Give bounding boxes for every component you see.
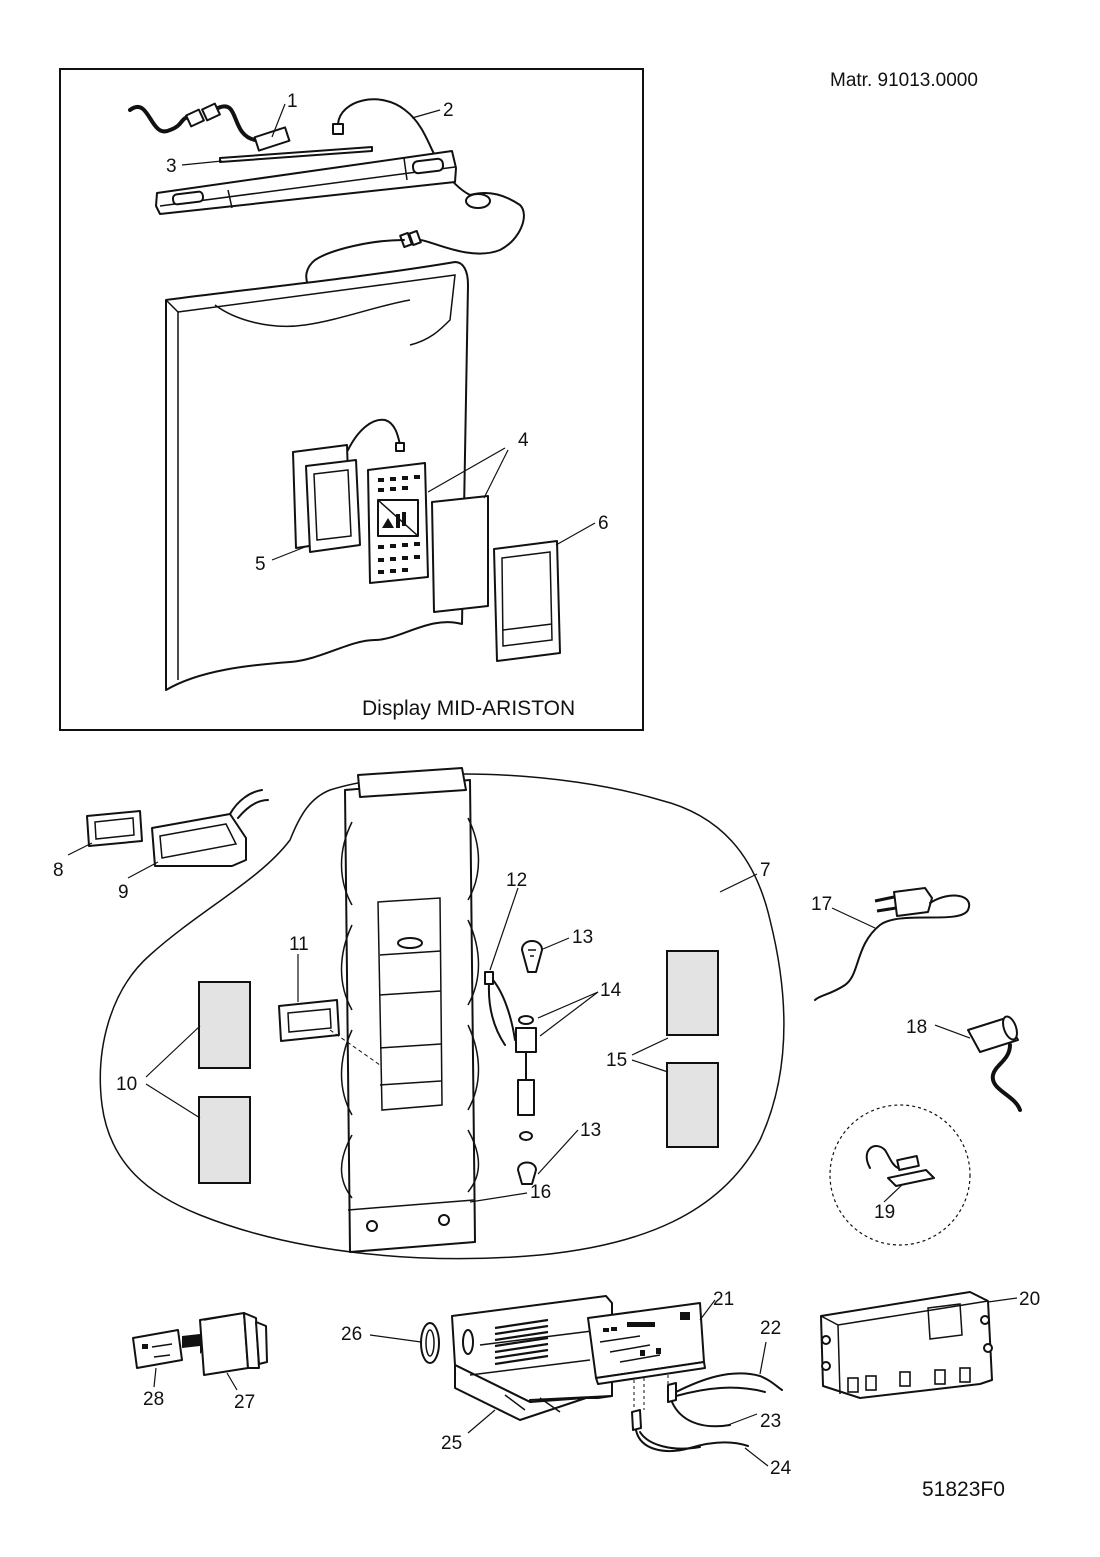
inset-caption: Display MID-ARISTON <box>362 697 575 720</box>
callout-3: 3 <box>166 156 177 177</box>
part-28-card <box>132 1329 183 1369</box>
part-25-electronics-housing <box>451 1295 613 1421</box>
callout-2: 2 <box>443 100 454 121</box>
part-8-trim-frame <box>86 810 143 847</box>
part-18-capacitor <box>967 1015 1022 1112</box>
callout-13b: 13 <box>580 1120 601 1141</box>
callout-1: 1 <box>287 91 298 112</box>
part-19-sensor-detail <box>829 1104 971 1246</box>
part-15-panel-lower <box>666 1062 719 1148</box>
part-21-control-board <box>587 1302 706 1410</box>
door-wiring <box>305 192 525 286</box>
callout-28: 28 <box>143 1389 164 1410</box>
part-14-lamp-socket <box>515 1015 537 1141</box>
callout-21: 21 <box>713 1289 734 1310</box>
part-3-handle-strip <box>155 146 457 215</box>
part-13-lamp-bulb-lower <box>517 1161 537 1185</box>
part-10-panel-lower <box>198 1096 251 1184</box>
part-20-electronic-module <box>820 1291 993 1399</box>
callout-8: 8 <box>53 860 64 881</box>
callout-19: 19 <box>874 1202 895 1223</box>
part-12-wire-harness <box>484 971 516 1046</box>
part-13-lamp-bulb-upper <box>521 940 543 973</box>
callout-7: 7 <box>760 860 771 881</box>
part-1-cable-connector <box>128 102 291 152</box>
callout-12: 12 <box>506 870 527 891</box>
part-6-display-frame <box>493 540 561 662</box>
part-5-gasket-frame <box>292 418 405 553</box>
callout-9: 9 <box>118 882 129 903</box>
callout-14: 14 <box>600 980 622 1001</box>
part-17-power-plug <box>814 887 971 1001</box>
part-23-wire-harness <box>671 1401 731 1428</box>
callout-15: 15 <box>606 1050 627 1071</box>
part-24-wire-harness <box>631 1409 749 1452</box>
callout-25: 25 <box>441 1433 462 1454</box>
callout-24: 24 <box>770 1458 792 1479</box>
callout-16: 16 <box>530 1182 551 1203</box>
callout-4: 4 <box>518 430 529 451</box>
part-9-lamp-housing <box>151 789 269 867</box>
callout-5: 5 <box>255 554 266 575</box>
display-inset-frame <box>59 68 644 731</box>
callout-10: 10 <box>116 1074 137 1095</box>
callout-11: 11 <box>289 934 309 955</box>
callout-23: 23 <box>760 1411 781 1432</box>
callout-26: 26 <box>341 1324 362 1345</box>
callout-13a: 13 <box>572 927 593 948</box>
callout-20: 20 <box>1019 1289 1040 1310</box>
part-7-assembly-outline <box>99 773 785 1260</box>
callout-6: 6 <box>598 513 609 534</box>
callout-17: 17 <box>811 894 832 915</box>
part-22-wire-harness <box>667 1372 783 1403</box>
part-4-keypad-board <box>367 462 429 584</box>
part-16-liner-frame <box>340 767 480 1253</box>
callout-18: 18 <box>906 1017 927 1038</box>
part-26-grommet <box>420 1322 440 1364</box>
part-4-cover-sheet <box>431 495 489 613</box>
part-10-panel-upper <box>198 981 251 1069</box>
callout-22: 22 <box>760 1318 781 1339</box>
part-11-window-frame <box>278 999 381 1066</box>
drawing-code: 51823F0 <box>922 1478 1005 1501</box>
part-27-cartridge <box>199 1312 268 1376</box>
part-15-panel-upper <box>666 950 719 1036</box>
callout-27: 27 <box>234 1392 255 1413</box>
material-code: Matr. 91013.0000 <box>830 70 978 91</box>
